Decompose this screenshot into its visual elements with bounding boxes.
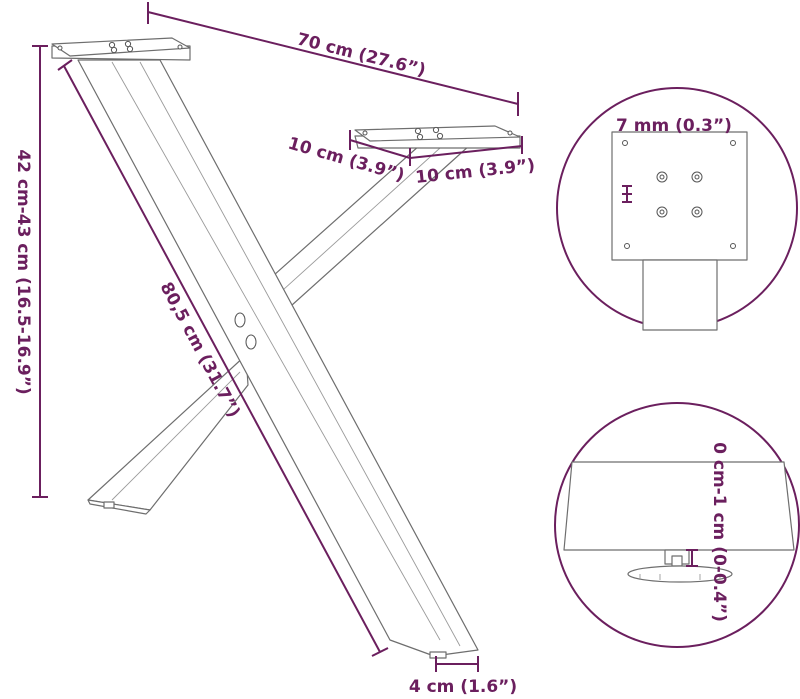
plate-thickness-label: 7 mm (0.3”) xyxy=(616,116,732,136)
bolt-icon xyxy=(234,312,246,328)
foot-detail xyxy=(554,402,800,648)
cross-bolts xyxy=(234,312,257,350)
mounting-plate-right xyxy=(354,125,521,149)
profile-width-label: 4 cm (1.6”) xyxy=(409,677,517,697)
plate-detail xyxy=(556,87,798,331)
foot-adjust-label: 0 cm-1 cm (0-0.4”) xyxy=(709,442,729,622)
bolt-icon xyxy=(245,334,257,350)
front-leg-bar xyxy=(77,59,479,659)
width-label: 70 cm (27.6”) xyxy=(295,29,428,80)
mounting-plate-left xyxy=(51,37,191,61)
x-leg xyxy=(51,37,521,659)
rear-leg-bar xyxy=(87,144,471,515)
dimension-lines xyxy=(32,2,523,672)
height-label: 42 cm-43 cm (16.5-16.9”) xyxy=(13,149,33,394)
